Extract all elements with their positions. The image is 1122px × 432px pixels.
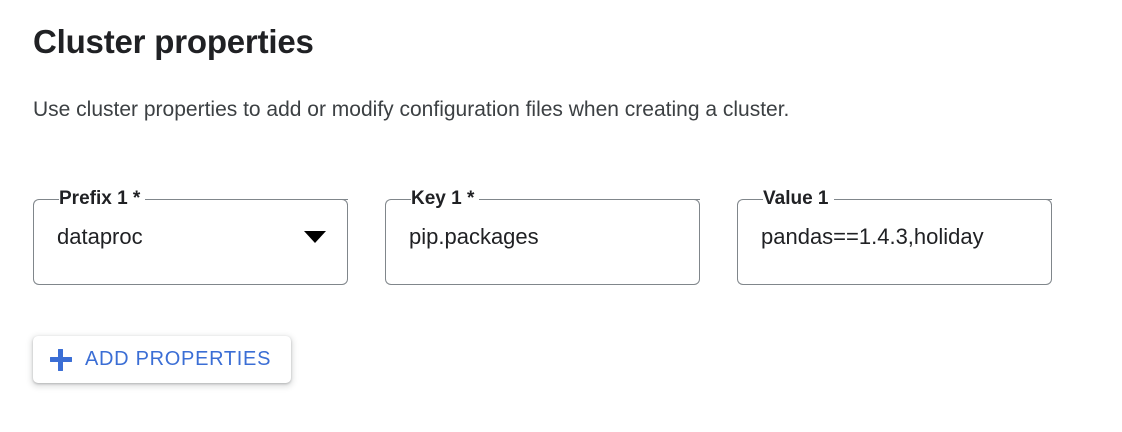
add-properties-button-label: ADD PROPERTIES [85, 348, 272, 370]
prefix-field[interactable]: Prefix 1 * dataproc [33, 187, 348, 285]
key-field-label: Key 1 * [411, 187, 480, 211]
page-description: Use cluster properties to add or modify … [33, 98, 790, 121]
properties-row: Prefix 1 * dataproc Key 1 * pip.packages [33, 187, 1093, 289]
chevron-down-icon[interactable] [304, 231, 326, 243]
plus-icon [50, 348, 72, 371]
value-field-label: Value 1 [763, 187, 834, 211]
key-field-value[interactable]: pip.packages [409, 224, 539, 249]
prefix-field-value[interactable]: dataproc [57, 224, 143, 249]
value-field-value[interactable]: pandas==1.4.3,holiday [761, 224, 984, 249]
key-field[interactable]: Key 1 * pip.packages [385, 187, 700, 285]
add-properties-button[interactable]: ADD PROPERTIES [33, 336, 292, 383]
value-field[interactable]: Value 1 pandas==1.4.3,holiday [737, 187, 1052, 285]
page-title: Cluster properties [33, 23, 314, 60]
prefix-field-label: Prefix 1 * [59, 187, 146, 211]
